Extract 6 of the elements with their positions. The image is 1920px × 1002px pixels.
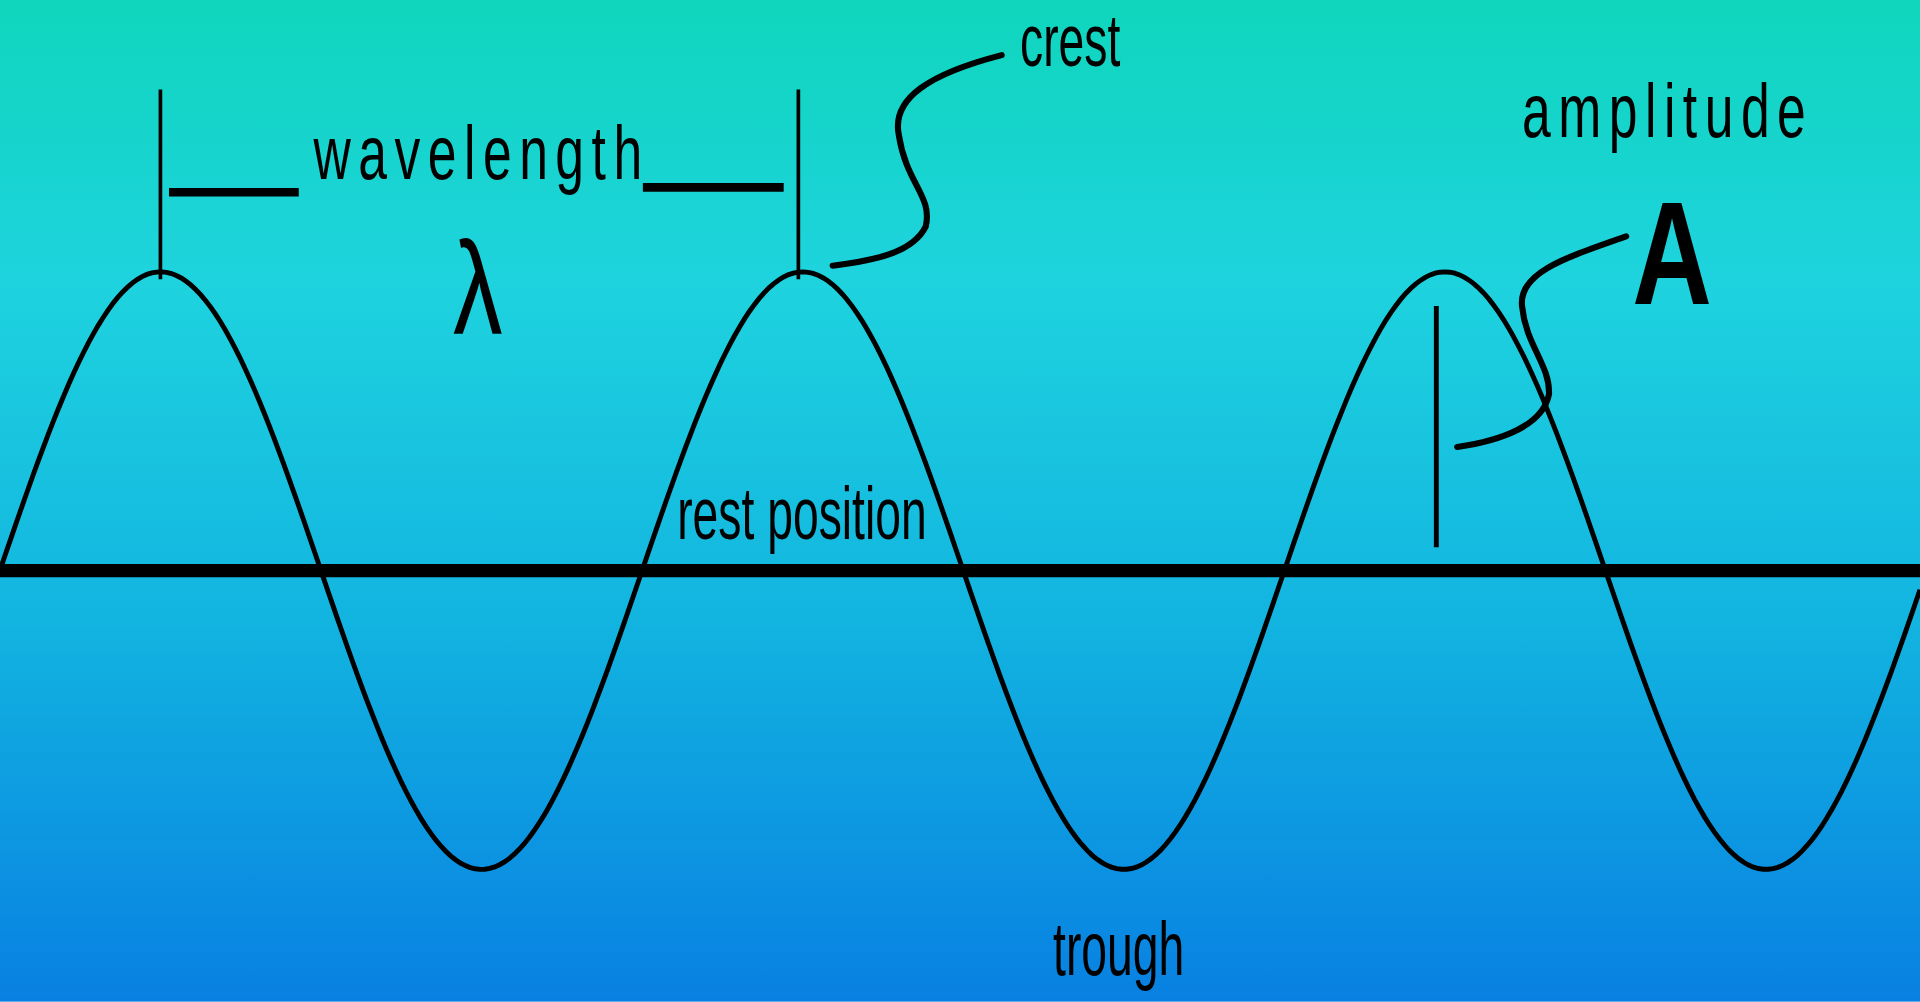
vertical-line — [1433, 306, 1439, 548]
crest-label: crest — [1020, 4, 1121, 79]
leader-line — [1454, 233, 1630, 450]
lambda-symbol: λ — [453, 222, 503, 356]
amplitude-symbol: A — [1632, 178, 1712, 326]
leader-line — [829, 52, 1005, 269]
